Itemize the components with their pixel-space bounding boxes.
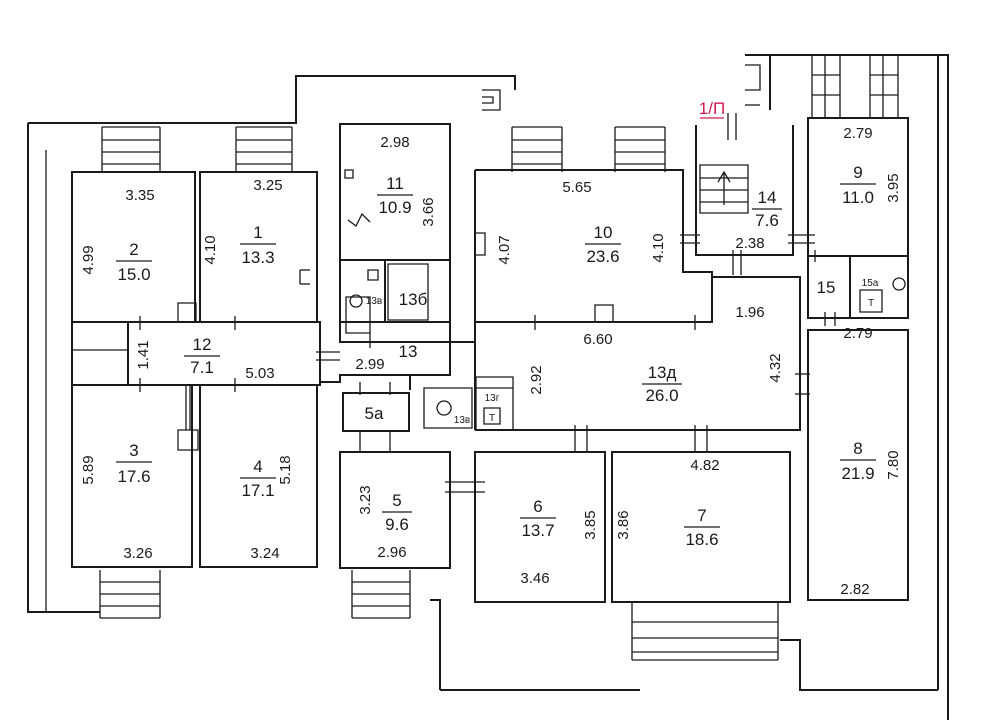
room-5a-label: 5а	[365, 404, 384, 423]
room-13v-2-label: 13в	[454, 415, 470, 426]
room-13g-label: 13г	[485, 393, 500, 404]
svg-text:21.9: 21.9	[841, 464, 874, 483]
svg-text:5: 5	[392, 491, 401, 510]
room-walls	[72, 113, 908, 602]
svg-text:13.7: 13.7	[521, 521, 554, 540]
svg-text:6: 6	[533, 497, 542, 516]
room-14-label: 14 7.6	[752, 188, 782, 230]
room-13b-label: 13б	[399, 290, 428, 309]
svg-text:1.96: 1.96	[735, 304, 764, 321]
svg-text:4.10: 4.10	[202, 235, 219, 264]
svg-text:5.89: 5.89	[80, 455, 97, 484]
toilet-icon	[350, 295, 362, 307]
outer-walls	[28, 55, 948, 720]
svg-text:14: 14	[758, 188, 777, 207]
svg-text:3.23: 3.23	[357, 485, 374, 514]
svg-text:7.1: 7.1	[190, 358, 214, 377]
svg-text:5.03: 5.03	[245, 365, 274, 382]
room-8-label: 8 21.9	[840, 439, 876, 483]
room-2-label: 2 15.0	[116, 240, 152, 284]
room-12-label: 12 7.1	[184, 335, 220, 377]
svg-text:7.80: 7.80	[885, 450, 902, 479]
svg-text:6.60: 6.60	[583, 331, 612, 348]
svg-text:17.1: 17.1	[241, 481, 274, 500]
svg-text:7.6: 7.6	[755, 211, 779, 230]
svg-text:2.92: 2.92	[528, 365, 545, 394]
svg-text:11.0: 11.0	[842, 188, 874, 207]
toilet-mark: Т	[489, 413, 495, 424]
svg-text:5.18: 5.18	[277, 455, 294, 484]
svg-text:3.85: 3.85	[582, 510, 599, 539]
svg-text:3.26: 3.26	[123, 545, 152, 562]
svg-text:26.0: 26.0	[645, 386, 678, 405]
room-13-label: 13	[399, 342, 418, 361]
svg-text:8: 8	[853, 439, 862, 458]
toilet-mark: Т	[868, 298, 874, 309]
toilet-icon	[437, 401, 451, 415]
plan-label: 1/П	[699, 99, 725, 118]
svg-text:13.3: 13.3	[241, 248, 274, 267]
svg-text:11: 11	[386, 174, 404, 193]
svg-text:3.24: 3.24	[250, 545, 279, 562]
svg-text:2.79: 2.79	[843, 325, 872, 342]
svg-text:9: 9	[853, 163, 862, 182]
top-stoops	[102, 55, 898, 172]
svg-text:15.0: 15.0	[117, 265, 150, 284]
svg-text:9.6: 9.6	[385, 515, 409, 534]
svg-text:10: 10	[594, 223, 613, 242]
svg-text:4: 4	[253, 457, 262, 476]
svg-text:3.25: 3.25	[253, 177, 282, 194]
room-15a-label: 15а	[862, 278, 879, 289]
room-labels: 1 13.3 2 15.0 3 17.6 4 17.1 5 9.6 5а 6	[116, 99, 879, 549]
svg-text:4.82: 4.82	[690, 457, 719, 474]
room-11-label: 11 10.9	[377, 174, 413, 217]
room-1-label: 1 13.3	[240, 223, 276, 267]
svg-text:2.79: 2.79	[843, 125, 872, 142]
room-13d-label: 13д 26.0	[642, 363, 682, 405]
bottom-stoops	[100, 570, 778, 660]
svg-text:1.41: 1.41	[135, 340, 152, 369]
room-10-label: 10 23.6	[585, 223, 621, 266]
svg-text:7: 7	[697, 506, 706, 525]
room-7-label: 7 18.6	[684, 506, 720, 549]
svg-text:4.10: 4.10	[650, 233, 667, 262]
svg-text:13д: 13д	[648, 363, 677, 382]
room-9-label: 9 11.0	[840, 163, 876, 207]
svg-text:3.35: 3.35	[125, 187, 154, 204]
svg-text:12: 12	[193, 335, 212, 354]
svg-text:10.9: 10.9	[378, 198, 411, 217]
svg-text:3: 3	[129, 441, 138, 460]
svg-text:1: 1	[253, 223, 262, 242]
svg-text:3.95: 3.95	[885, 173, 902, 202]
svg-text:2.96: 2.96	[377, 544, 406, 561]
room-3-label: 3 17.6	[116, 441, 152, 486]
svg-text:2: 2	[129, 240, 138, 259]
svg-text:4.32: 4.32	[767, 353, 784, 382]
svg-text:2.98: 2.98	[380, 134, 409, 151]
room-15-label: 15	[817, 278, 836, 297]
dimension-labels: 3.35 4.99 3.25 4.10 5.89 3.26 5.18 3.24 …	[80, 125, 902, 598]
room-13v-label: 13в	[366, 296, 382, 307]
room-6-label: 6 13.7	[520, 497, 556, 540]
room-5-label: 5 9.6	[382, 491, 412, 534]
svg-text:3.46: 3.46	[520, 570, 549, 587]
svg-text:4.99: 4.99	[80, 245, 97, 274]
svg-text:4.07: 4.07	[496, 235, 513, 264]
room-4-label: 4 17.1	[240, 457, 276, 500]
svg-text:3.66: 3.66	[420, 197, 437, 226]
svg-text:2.99: 2.99	[355, 356, 384, 373]
svg-text:2.82: 2.82	[840, 581, 869, 598]
door-marks	[140, 235, 835, 452]
toilet-icon	[893, 278, 905, 290]
svg-text:3.86: 3.86	[615, 510, 632, 539]
svg-text:23.6: 23.6	[586, 247, 619, 266]
svg-text:17.6: 17.6	[117, 467, 150, 486]
svg-text:5.65: 5.65	[562, 179, 591, 196]
fixtures	[345, 170, 905, 415]
svg-text:2.38: 2.38	[735, 235, 764, 252]
svg-text:18.6: 18.6	[685, 530, 718, 549]
